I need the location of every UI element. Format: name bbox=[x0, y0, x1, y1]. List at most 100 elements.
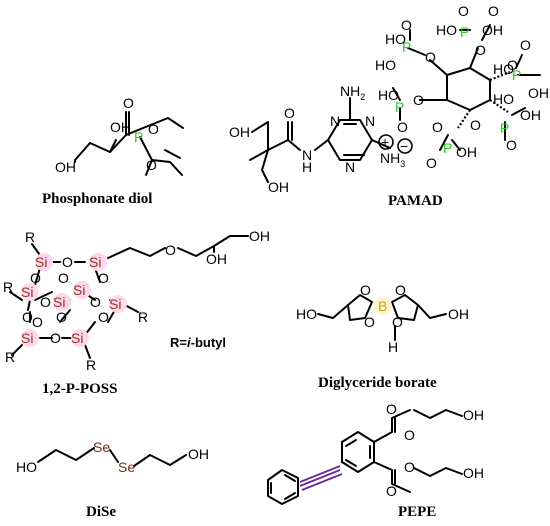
negative-charge-circle bbox=[397, 138, 413, 154]
dise-oh: OH bbox=[188, 446, 209, 462]
phytate-p5: P bbox=[500, 120, 509, 136]
phytate-o-9: O bbox=[506, 137, 517, 153]
poss-o-3: O bbox=[58, 270, 69, 286]
pamad-structure: OH OH O N H N N N NH2 NH3 + PAMAD bbox=[229, 83, 443, 209]
phytate-ho-1: HO bbox=[385, 31, 406, 47]
pamad-oh-bottom: OH bbox=[268, 179, 289, 195]
si-atom-5: Si bbox=[53, 294, 65, 310]
phytate-structure: P P P P P P HO O HO O HO O O OH O HO O O… bbox=[375, 3, 549, 171]
phytate-o-6: O bbox=[520, 37, 531, 53]
si-atom-6: Si bbox=[109, 296, 121, 312]
selenium-atom-2: Se bbox=[118, 459, 135, 475]
si-glow-1 bbox=[35, 253, 53, 271]
phytate-p6: P bbox=[443, 140, 452, 156]
oxygen-double: O bbox=[123, 95, 134, 111]
positive-charge: + bbox=[381, 134, 389, 150]
diglyceride-borate-label: Diglyceride borate bbox=[318, 375, 437, 391]
si-glow-3 bbox=[21, 283, 39, 301]
pamad-amide-n: N bbox=[302, 147, 312, 163]
si-glow-4 bbox=[53, 293, 71, 311]
pamad-amide-h: H bbox=[302, 159, 312, 175]
ether-o: O bbox=[165, 242, 176, 258]
pepe-oh-1: OH bbox=[463, 407, 484, 423]
phytate-ho-6: HO bbox=[378, 87, 399, 103]
dise-ho: HO bbox=[16, 459, 37, 475]
pamad-label: PAMAD bbox=[388, 193, 443, 209]
dise-label: DiSe bbox=[86, 504, 116, 520]
boron-atom: B bbox=[378, 298, 387, 314]
pepe-o-3: O bbox=[386, 483, 397, 499]
poss-oh-mid: OH bbox=[206, 251, 227, 267]
pamad-carbonyl-o: O bbox=[284, 105, 295, 121]
triazine-n2: N bbox=[365, 113, 375, 129]
selenium-atom-1: Se bbox=[93, 439, 110, 455]
phytate-p1: P bbox=[402, 39, 411, 55]
si-glow-6 bbox=[109, 295, 127, 313]
borate-o-3: O bbox=[395, 282, 406, 298]
phytate-o-8: O bbox=[470, 117, 481, 133]
poss-structure: Si Si Si Si Si Si Si Si O O O O O O O O … bbox=[3, 228, 270, 397]
si-atom-3: Si bbox=[21, 284, 33, 300]
triazine-n1: N bbox=[330, 113, 340, 129]
phytate-ho-2: HO bbox=[375, 57, 396, 73]
r-group-2: R bbox=[3, 279, 13, 295]
si-atom-8: Si bbox=[71, 330, 83, 346]
phytate-oh-2: OH bbox=[528, 85, 549, 101]
phytate-o-13: O bbox=[426, 155, 437, 171]
triazine-n3: N bbox=[345, 159, 355, 175]
si-glow-7 bbox=[21, 329, 39, 347]
oh-top: OH bbox=[110, 119, 131, 135]
borate-o-4: O bbox=[392, 314, 403, 330]
poss-o-5: O bbox=[40, 294, 51, 310]
phytate-oh-1: OH bbox=[482, 22, 503, 38]
borate-ho-left: HO bbox=[296, 306, 317, 322]
oxygen-down: O bbox=[146, 157, 157, 173]
poss-o-2: O bbox=[30, 270, 41, 286]
si-atom-1: Si bbox=[35, 254, 47, 270]
poss-o-9: O bbox=[98, 309, 109, 325]
phytate-o-7: O bbox=[507, 57, 518, 73]
poss-o-11: O bbox=[50, 330, 61, 346]
negative-charge: − bbox=[400, 138, 408, 154]
poss-oh-end: OH bbox=[249, 228, 270, 244]
si-glow-5 bbox=[73, 281, 91, 299]
si-atom-2: Si bbox=[89, 254, 101, 270]
si-glow-2 bbox=[89, 253, 107, 271]
pepe-structure: O O O O OH OH PEPE bbox=[267, 401, 484, 520]
pamad-oh-left: OH bbox=[229, 124, 250, 140]
nh2-group: NH2 bbox=[340, 83, 365, 102]
r-group-5: R bbox=[138, 309, 148, 325]
si-glow-8 bbox=[71, 329, 89, 347]
poss-o-8: O bbox=[56, 309, 67, 325]
phytate-p3: P bbox=[512, 67, 521, 83]
poss-o-10: O bbox=[32, 314, 43, 330]
phytate-ho-4: HO bbox=[493, 61, 514, 77]
poss-o-4: O bbox=[98, 270, 109, 286]
poss-label: 1,2-P-POSS bbox=[42, 381, 117, 397]
phytate-ho-5: HO bbox=[493, 91, 514, 107]
pepe-label: PEPE bbox=[398, 504, 436, 520]
phytate-p4: P bbox=[395, 99, 404, 115]
borate-h: H bbox=[388, 339, 398, 355]
phytate-ho-3: HO bbox=[436, 22, 457, 38]
borate-oh-right: OH bbox=[448, 306, 469, 322]
phytate-p2: P bbox=[460, 24, 469, 40]
oh-bottom: OH bbox=[55, 159, 76, 175]
phytate-oh-4: OH bbox=[456, 144, 477, 160]
pepe-o-2: O bbox=[404, 427, 415, 443]
pepe-oh-2: OH bbox=[463, 465, 484, 481]
phytate-o-3: O bbox=[458, 3, 469, 19]
phytate-o-11: O bbox=[413, 92, 424, 108]
phytate-o-2: O bbox=[425, 49, 436, 65]
phytate-o-10: O bbox=[397, 119, 408, 135]
phytate-o-4: O bbox=[488, 3, 499, 19]
pepe-o-1: O bbox=[386, 401, 397, 417]
r-group-3: R bbox=[5, 349, 15, 365]
phytate-o-1: O bbox=[401, 17, 412, 33]
phytate-o-5: O bbox=[475, 42, 486, 58]
poss-o-6: O bbox=[90, 294, 101, 310]
positive-charge-circle bbox=[378, 134, 394, 150]
nh3-group: NH3 bbox=[380, 150, 405, 169]
oxygen-right: O bbox=[148, 121, 159, 137]
